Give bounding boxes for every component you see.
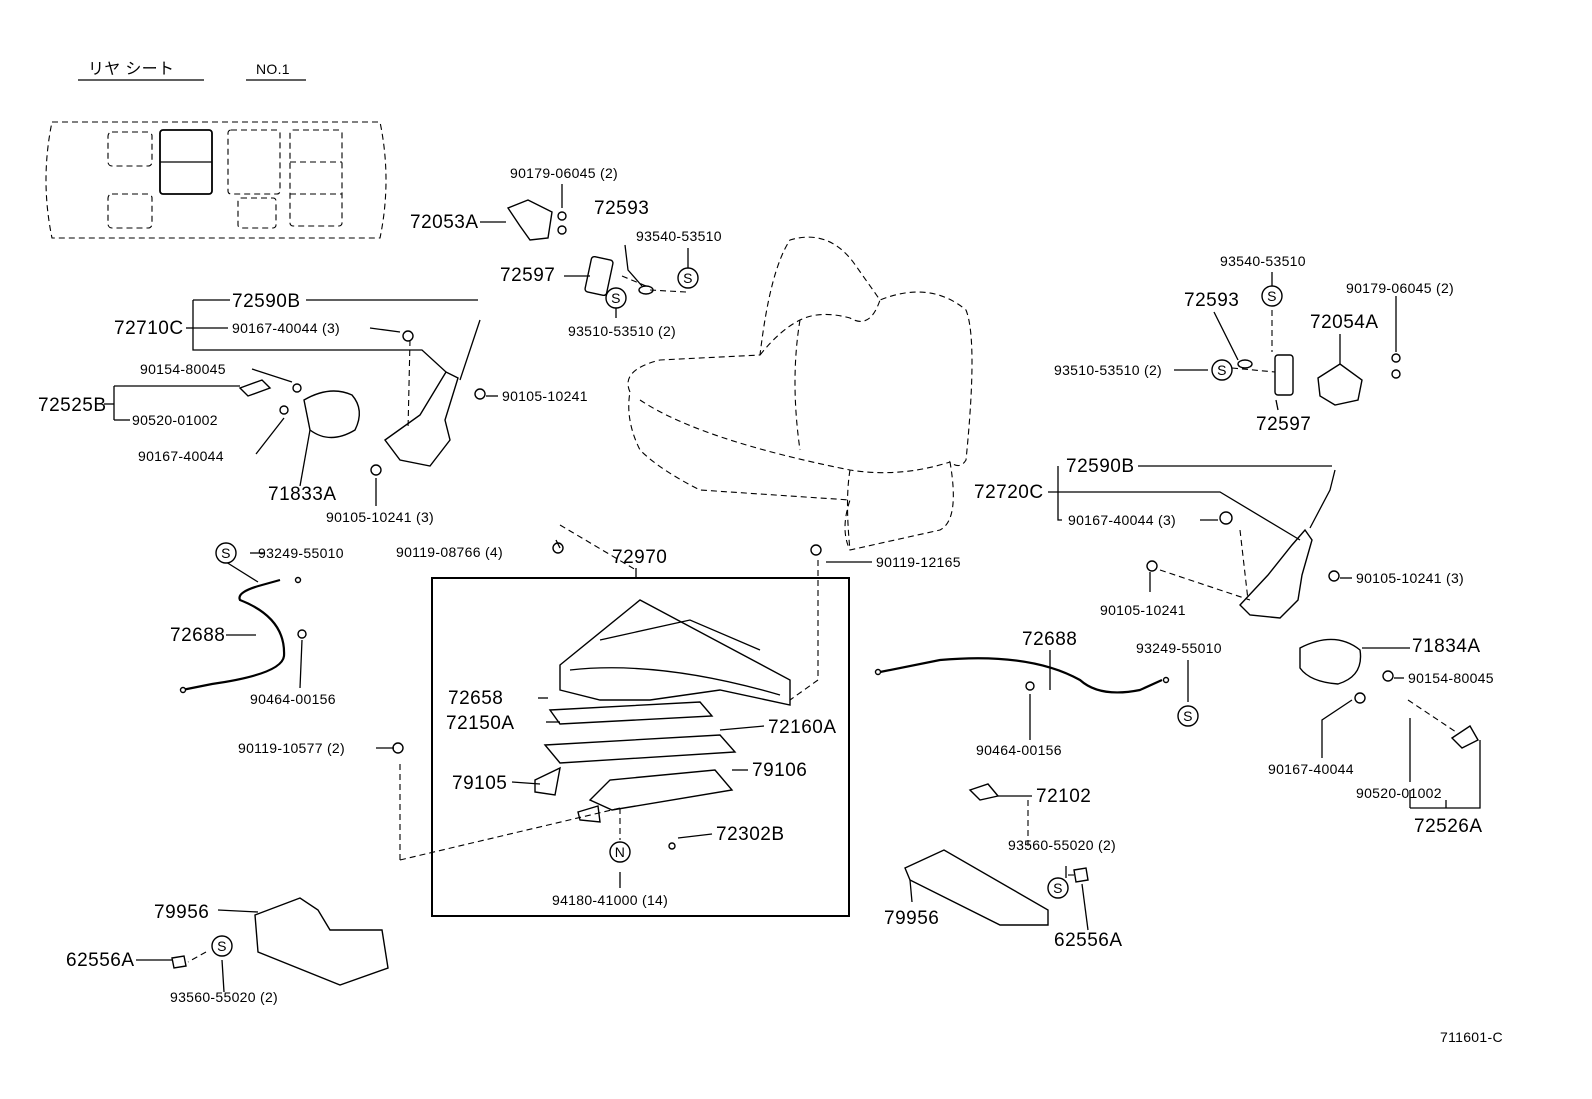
- standard-part-symbol: S: [683, 270, 693, 286]
- track-assembly-box: [431, 577, 850, 917]
- cover-72597-left: [584, 255, 614, 297]
- part-label: 90154-80045: [1408, 670, 1494, 686]
- standard-part-symbol: S: [1183, 708, 1193, 724]
- leader-lines: [104, 184, 1481, 993]
- part-label: 90119-12165: [876, 554, 961, 570]
- part-label: 79956: [884, 908, 939, 929]
- lever-72053A: [506, 199, 553, 241]
- part-label: 90464-00156: [976, 742, 1062, 758]
- part-label: 72526A: [1414, 816, 1483, 837]
- part-label: 93249-55010: [258, 545, 344, 561]
- part-label: 90105-10241: [502, 388, 588, 404]
- part-label: 72720C: [974, 482, 1044, 503]
- cover-79956-left: [254, 897, 389, 986]
- clip-72102: [968, 783, 1000, 801]
- part-label: 79106: [752, 760, 807, 781]
- part-label: 79105: [452, 773, 507, 794]
- part-label: 90119-10577 (2): [238, 740, 345, 756]
- part-label: 72593: [1184, 290, 1239, 311]
- part-label: 93540-53510: [636, 228, 722, 244]
- part-label: 93560-55020 (2): [170, 989, 278, 1005]
- seat-layout-map: [45, 121, 387, 239]
- cap-62556A-left: [171, 955, 187, 969]
- standard-part-symbol: S: [217, 938, 227, 954]
- part-label: 90154-80045: [140, 361, 226, 377]
- part-label: 90464-00156: [250, 691, 336, 707]
- part-label: 93540-53510: [1220, 253, 1306, 269]
- standard-part-symbol: S: [221, 545, 231, 561]
- part-label: 72710C: [114, 318, 184, 339]
- right-recliner-assembly: [1239, 469, 1479, 749]
- part-label: 72525B: [38, 395, 107, 416]
- part-label: 90167-40044 (3): [1068, 512, 1176, 528]
- part-label: 90119-08766 (4): [396, 544, 503, 560]
- cover-72597-right: [1274, 354, 1294, 396]
- diagram-code: 711601-C: [1440, 1029, 1503, 1045]
- part-label: 72150A: [446, 713, 515, 734]
- part-label: 72688: [1022, 629, 1077, 650]
- part-label: 72593: [594, 198, 649, 219]
- part-label: 93249-55010: [1136, 640, 1222, 656]
- part-label: 90179-06045 (2): [1346, 280, 1454, 296]
- part-label: 72590B: [232, 291, 301, 312]
- part-label: 90179-06045 (2): [510, 165, 618, 181]
- part-label: 90105-10241 (3): [326, 509, 434, 525]
- section-title: リヤ シート: [88, 61, 174, 78]
- variant-label: NO.1: [256, 61, 290, 77]
- dashed-leaders: [187, 275, 1457, 963]
- standard-part-symbol: S: [1053, 880, 1063, 896]
- part-labels: 72590B 72710C 90167-40044 (3) 90154-8004…: [38, 165, 1494, 1005]
- part-label: 62556A: [1054, 930, 1123, 951]
- left-recliner-assembly: [238, 319, 481, 467]
- spring-72593-right: [1237, 359, 1253, 369]
- part-label: 72590B: [1066, 456, 1135, 477]
- part-label: 90167-40044: [1268, 761, 1354, 777]
- part-label: 72970: [612, 547, 667, 568]
- symbol-markers: S S S N S S S S S: [211, 267, 1283, 957]
- part-label: 90167-40044 (3): [232, 320, 340, 336]
- lever-72054A: [1317, 363, 1363, 406]
- part-label: 72597: [1256, 414, 1311, 435]
- part-label: 72597: [500, 265, 555, 286]
- part-label: 90105-10241 (3): [1356, 570, 1464, 586]
- part-label: 90105-10241: [1100, 602, 1186, 618]
- part-label: 72160A: [768, 717, 837, 738]
- seat-track-assembly: [534, 599, 791, 823]
- cable-72688-left: [181, 578, 286, 692]
- bolts: [279, 211, 1401, 850]
- part-label: 90520-01002: [132, 412, 218, 428]
- non-reusable-part-symbol: N: [615, 844, 625, 860]
- cap-62556A-right: [1073, 867, 1089, 883]
- part-label: 72054A: [1310, 312, 1379, 333]
- part-label: 72102: [1036, 786, 1091, 807]
- part-label: 62556A: [66, 950, 135, 971]
- part-label: 71834A: [1412, 636, 1481, 657]
- part-label: 72053A: [410, 212, 479, 233]
- part-label: 93510-53510 (2): [568, 323, 676, 339]
- part-label: 93510-53510 (2): [1054, 362, 1162, 378]
- standard-part-symbol: S: [611, 290, 621, 306]
- part-label: 93560-55020 (2): [1008, 837, 1116, 853]
- part-label: 94180-41000 (14): [552, 892, 668, 908]
- standard-part-symbol: S: [1217, 362, 1227, 378]
- part-label: 72302B: [716, 824, 785, 845]
- part-label: 90520-01002: [1356, 785, 1442, 801]
- rear-seat-outline: [627, 236, 973, 551]
- part-label: 72688: [170, 625, 225, 646]
- part-label: 72658: [448, 688, 503, 709]
- part-label: 90167-40044: [138, 448, 224, 464]
- part-label: 71833A: [268, 484, 337, 505]
- standard-part-symbol: S: [1267, 288, 1277, 304]
- part-label: 79956: [154, 902, 209, 923]
- cable-72688-right: [879, 657, 1163, 694]
